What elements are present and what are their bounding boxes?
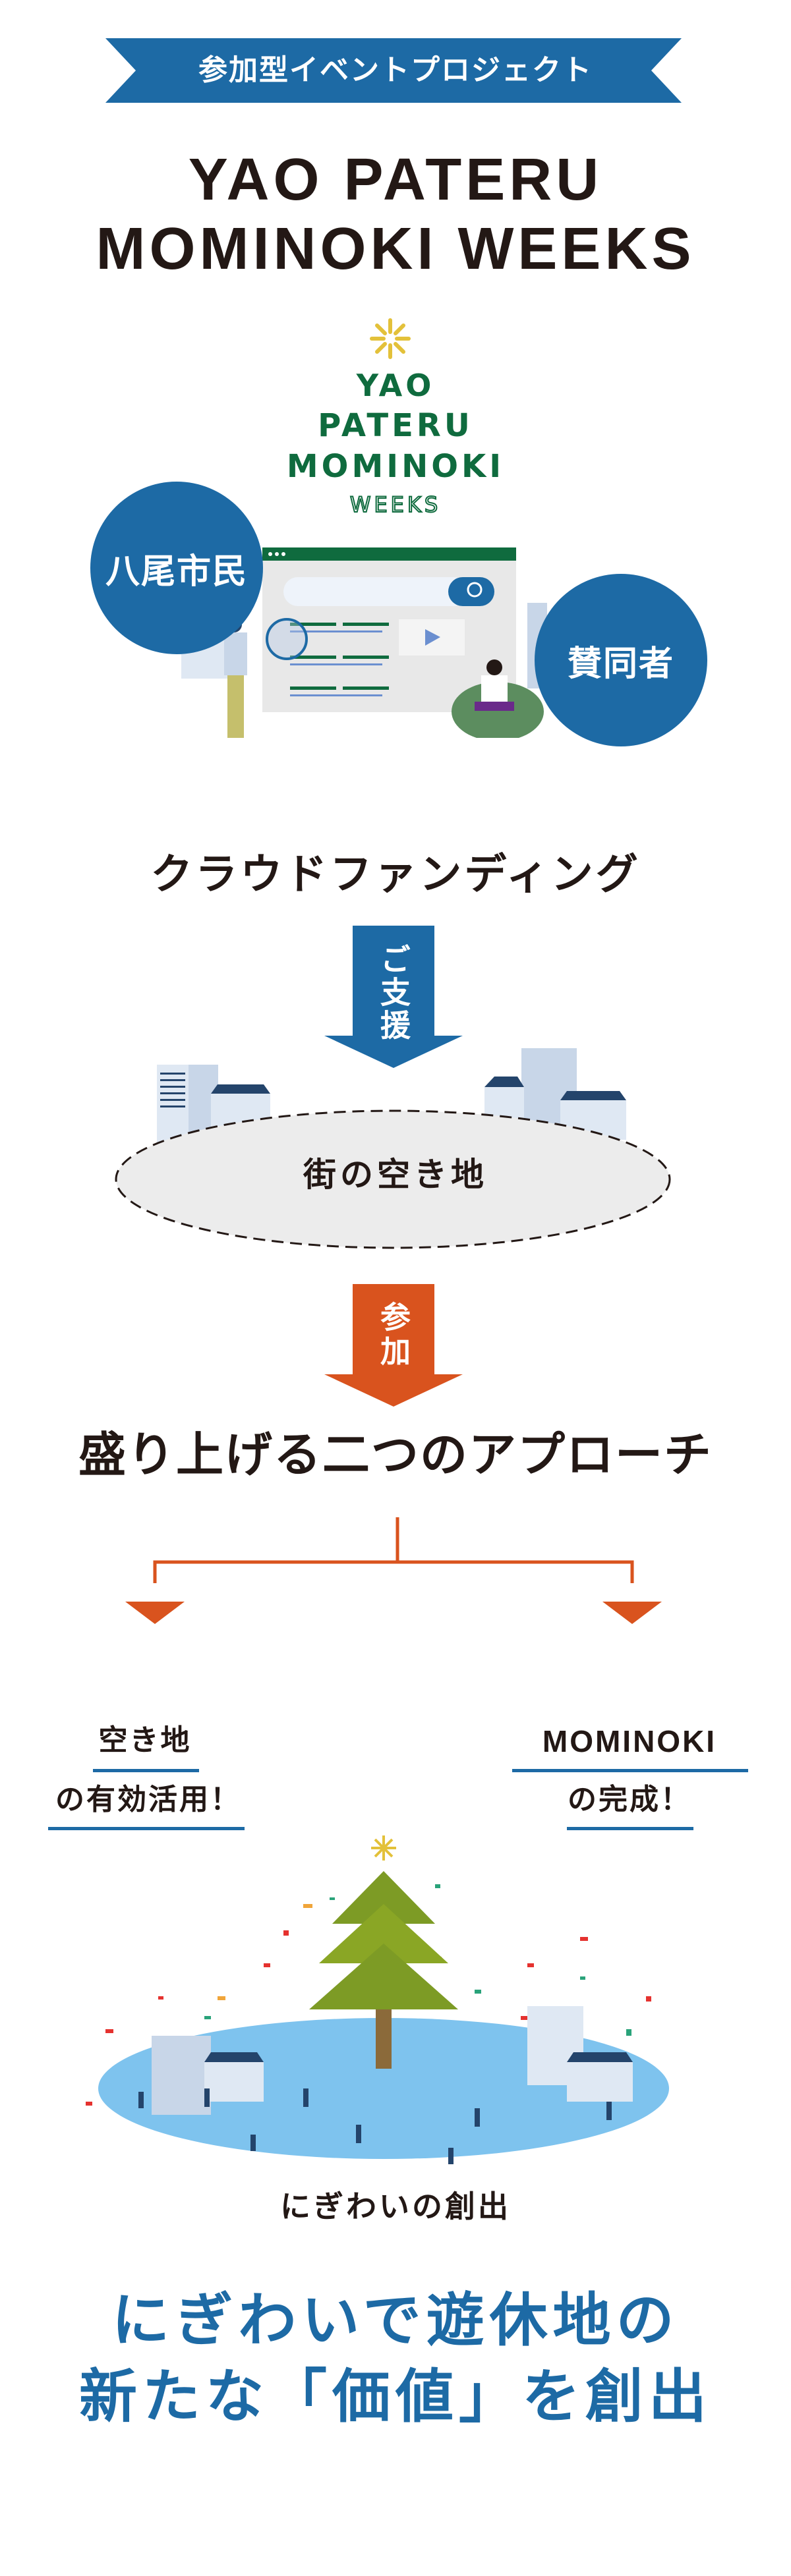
- approach-right-line2: の完成！: [568, 1783, 691, 1816]
- support-text: ご支援: [376, 943, 411, 1042]
- participate-label: 参加: [353, 1301, 434, 1378]
- ribbon-banner: [105, 38, 682, 103]
- logo-yao: YAO: [356, 368, 435, 403]
- result-label: にぎわいの創出: [280, 2189, 511, 2224]
- page-title-line1: YAO PATERU: [188, 147, 603, 213]
- logo-star-icon: [370, 318, 411, 359]
- participate-text: 参加: [376, 1301, 411, 1370]
- approach-left-underline2: [48, 1827, 245, 1830]
- support-arrow: [324, 926, 463, 1068]
- approach-left-line2: の有効活用！: [55, 1783, 241, 1816]
- approach-right-underline2: [567, 1827, 693, 1830]
- logo-mominoki: MOMINOKI: [286, 448, 505, 485]
- conclusion-line2: 新たな「価値」を創出: [78, 2363, 712, 2430]
- citizens-label: 八尾市民: [105, 551, 248, 592]
- approaches-heading: 盛り上げる二つのアプローチ: [78, 1427, 713, 1482]
- citizens-badge: 八尾市民: [90, 482, 263, 654]
- ribbon-label: 参加型イベントプロジェクト: [198, 53, 593, 87]
- page-title-line2: MOMINOKI WEEKS: [96, 216, 695, 282]
- conclusion-line1: にぎわいで遊休地の: [111, 2286, 680, 2354]
- vacant-lot-illustration: [115, 1048, 671, 1249]
- crowdfunding-heading: クラウドファンディング: [150, 851, 641, 899]
- festival-illustration: [86, 1835, 669, 2164]
- participate-arrow: [324, 1284, 463, 1407]
- logo-pateru: PATERU: [318, 407, 473, 444]
- supporters-badge: 賛同者: [535, 574, 707, 746]
- supporters-label: 賛同者: [567, 644, 674, 684]
- approach-left-underline1: [93, 1769, 199, 1772]
- vacant-lot-label: 街の空き地: [303, 1156, 488, 1194]
- branch-arrows: [125, 1517, 662, 1624]
- support-label: ご支援: [353, 943, 434, 1050]
- approach-right-underline1: [512, 1769, 748, 1772]
- logo-weeks: WEEKS: [349, 492, 442, 517]
- approach-right-line1: MOMINOKI: [542, 1724, 717, 1758]
- approach-left-line1: 空き地: [98, 1723, 192, 1757]
